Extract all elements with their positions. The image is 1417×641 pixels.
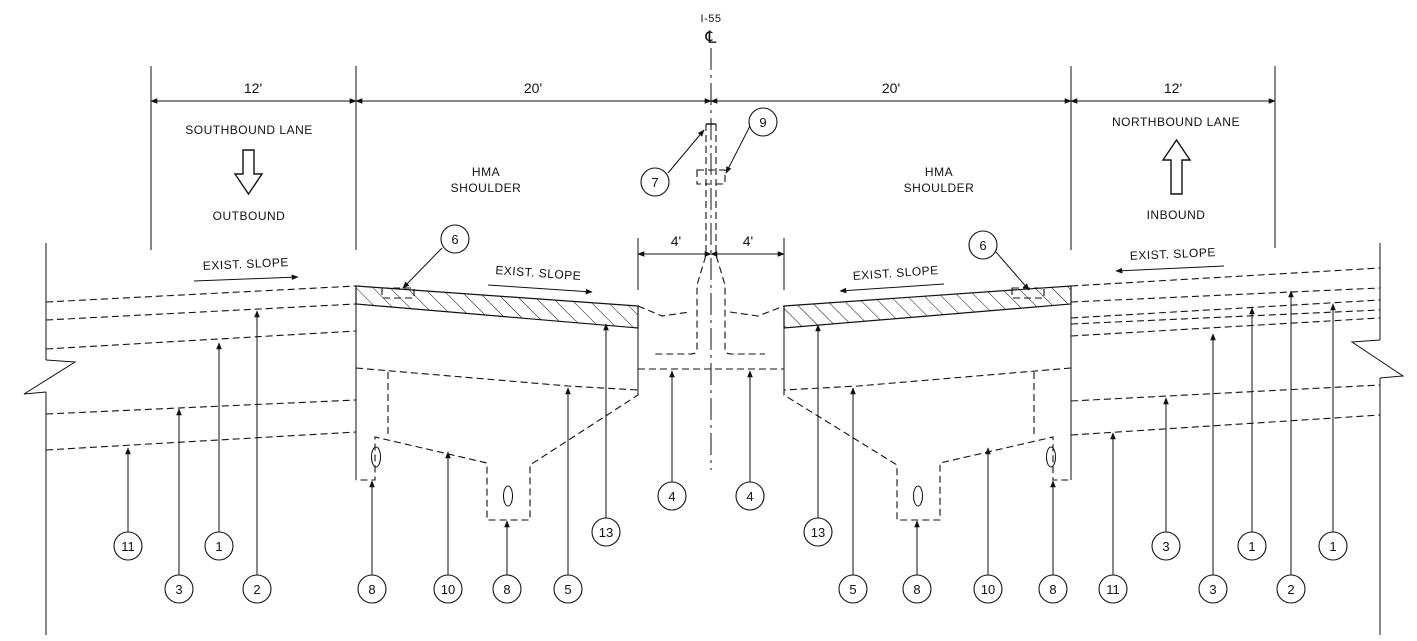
slope-label-1: EXIST. SLOPE (203, 255, 290, 273)
svg-text:7: 7 (651, 175, 658, 190)
slope-label-3: EXIST. SLOPE (852, 263, 939, 283)
svg-text:3: 3 (1209, 582, 1216, 597)
svg-text:6: 6 (979, 238, 986, 253)
svg-text:3: 3 (1162, 539, 1169, 554)
svg-text:9: 9 (759, 115, 766, 130)
left-pavement-layers (23, 243, 357, 635)
svg-text:1: 1 (215, 539, 222, 554)
slope-labels: EXIST. SLOPE EXIST. SLOPE EXIST. SLOPE E… (193, 245, 1225, 295)
barrier-drain-marker (696, 169, 726, 185)
svg-text:4: 4 (668, 489, 675, 504)
svg-text:1: 1 (1248, 539, 1255, 554)
callout-row2-2-right: 2 (1276, 290, 1306, 604)
southbound-lane-label: SOUTHBOUND LANE OUTBOUND (185, 123, 313, 223)
callout-row2-8-a: 8 (357, 480, 387, 604)
callout-row2-8-b: 8 (492, 520, 522, 604)
callout-row2-3-right: 3 (1198, 333, 1228, 604)
svg-text:3: 3 (175, 582, 182, 597)
callout-row2-3-left: 3 (164, 408, 194, 604)
right-pavement-layers (1070, 243, 1405, 635)
svg-text:13: 13 (811, 525, 825, 540)
centerline-route-label: I-55 (701, 13, 722, 25)
callout-row1-1: 1 (204, 342, 234, 561)
left-pipe-1 (371, 446, 381, 468)
svg-text:8: 8 (913, 582, 920, 597)
callout-row2-10-right: 10 (973, 447, 1003, 604)
callout-row2-5-right: 5 (838, 387, 868, 604)
dim-left-shoulder: 20' (524, 80, 542, 96)
median-barrier (637, 123, 785, 370)
slope-label-2: EXIST. SLOPE (495, 263, 582, 283)
svg-text:11: 11 (121, 539, 135, 554)
svg-text:1: 1 (1329, 539, 1336, 554)
callout-top-7: 7 (640, 129, 705, 197)
right-shoulder-line1: HMA (925, 165, 953, 179)
svg-text:11: 11 (1106, 582, 1120, 597)
callout-row1-3-right: 3 (1151, 397, 1181, 561)
down-arrow-icon (233, 149, 264, 196)
callout-row2-8-c: 8 (902, 520, 932, 604)
left-pipe-2 (503, 485, 513, 507)
up-arrow-icon (1161, 138, 1192, 195)
svg-text:5: 5 (564, 582, 571, 597)
svg-text:8: 8 (368, 582, 375, 597)
svg-text:8: 8 (503, 582, 510, 597)
right-subbase (783, 367, 1072, 521)
svg-text:4: 4 (746, 489, 753, 504)
left-shoulder-line1: HMA (472, 165, 500, 179)
right-pipe-2 (913, 485, 923, 507)
callout-row1-1-right-b: 1 (1318, 303, 1348, 561)
left-shoulder-line2: SHOULDER (451, 181, 522, 195)
left-drain-marker (381, 287, 415, 299)
svg-text:5: 5 (849, 582, 856, 597)
dim-right-barrier: 4' (743, 233, 753, 249)
right-pipe-1 (1046, 446, 1056, 468)
left-shoulder-label: HMA SHOULDER (451, 165, 522, 195)
northbound-lane-label: NORTHBOUND LANE INBOUND (1112, 115, 1240, 222)
callout-row2-11-right: 11 (1098, 432, 1128, 604)
left-hma-shoulder (355, 285, 639, 480)
callout-row2-5-left: 5 (553, 387, 583, 604)
callout-row2-10-left: 10 (433, 451, 463, 604)
svg-text:2: 2 (253, 582, 260, 597)
southbound-lane-name: SOUTHBOUND LANE (185, 123, 313, 137)
callout-top-9: 9 (725, 107, 778, 174)
dim-right-shoulder: 20' (882, 80, 900, 96)
svg-text:8: 8 (1049, 582, 1056, 597)
dim-left-lane: 12' (244, 80, 262, 96)
dim-left-barrier: 4' (671, 233, 681, 249)
callout-top-6-right: 6 (968, 230, 1030, 291)
centerline-symbol: ℄ (705, 28, 717, 47)
centerline: I-55 ℄ (701, 13, 722, 470)
svg-text:10: 10 (441, 582, 455, 597)
slope-label-4: EXIST. SLOPE (1130, 245, 1217, 263)
svg-text:13: 13 (599, 525, 613, 540)
callout-row1-1-right-a: 1 (1237, 307, 1267, 561)
svg-text:2: 2 (1287, 582, 1294, 597)
callout-top-6-left: 6 (402, 224, 470, 289)
callout-row1-4-right: 4 (735, 370, 765, 511)
right-shoulder-label: HMA SHOULDER (904, 165, 975, 195)
right-hma-shoulder (783, 285, 1072, 480)
callout-row2-2-left: 2 (242, 310, 272, 604)
left-subbase (355, 367, 639, 521)
southbound-direction: OUTBOUND (213, 209, 286, 223)
top-dimensions: 12' 20' 20' 12' (150, 66, 1276, 250)
northbound-direction: INBOUND (1147, 208, 1206, 222)
callout-row1-13-left: 13 (591, 323, 621, 547)
callout-row2-8-d: 8 (1038, 480, 1068, 604)
dim-right-lane: 12' (1164, 80, 1182, 96)
svg-text:6: 6 (451, 232, 458, 247)
callout-row1-13-right: 13 (803, 324, 833, 547)
barrier-dimensions: 4' 4' (637, 233, 785, 290)
right-shoulder-line2: SHOULDER (904, 181, 975, 195)
callout-row1-4-left: 4 (657, 370, 687, 511)
callout-row1-11: 11 (113, 447, 143, 561)
northbound-lane-name: NORTHBOUND LANE (1112, 115, 1240, 129)
svg-text:10: 10 (981, 582, 995, 597)
